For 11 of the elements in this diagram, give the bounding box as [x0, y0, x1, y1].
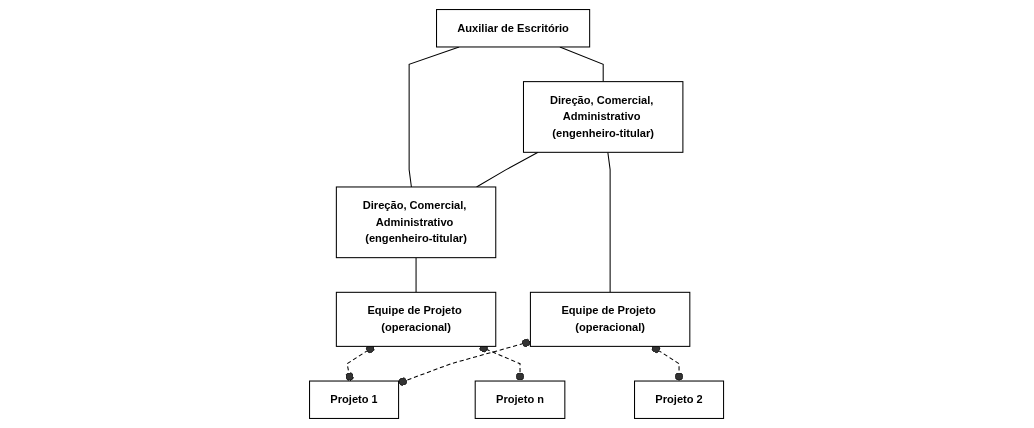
- connector: [607, 151, 612, 293]
- node-box: Equipe de Projeto (operacional): [530, 291, 691, 347]
- node-box: Equipe de Projeto (operacional): [336, 291, 497, 347]
- node-box: Direção, Comercial, Administrativo (engenheiro-titular): [523, 81, 684, 153]
- node-box: Projeto 2: [634, 380, 725, 419]
- node-box: Projeto n: [475, 380, 566, 419]
- node-box: Direção, Comercial, Administrativo (engenheiro-titular): [336, 186, 497, 259]
- node-box: Projeto 1: [309, 380, 400, 419]
- connector: [416, 257, 417, 293]
- connector: [559, 46, 605, 83]
- node-box: Auxiliar de Escritório: [436, 9, 591, 48]
